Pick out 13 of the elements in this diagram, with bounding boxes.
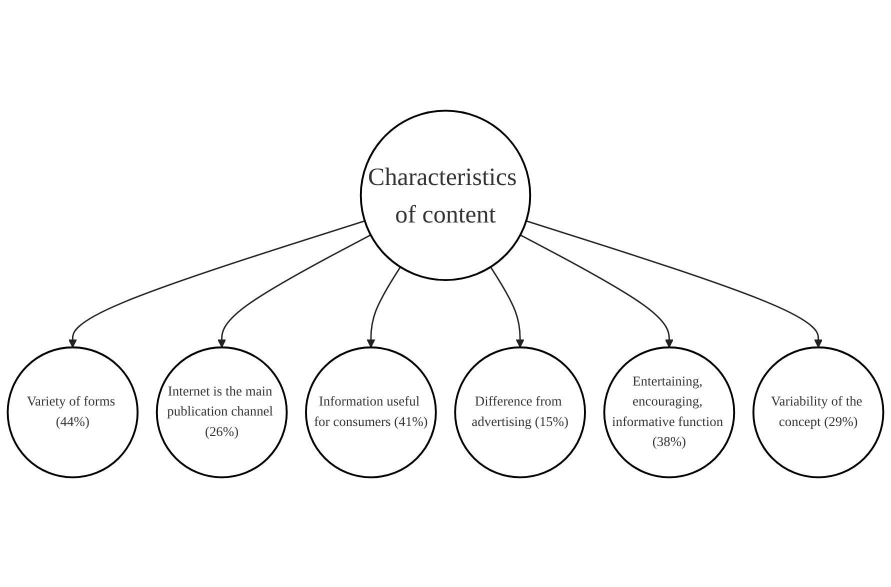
node-circle: Entertaining, encouraging, informative function (38%) bbox=[603, 346, 736, 478]
node-circle: Variety of forms (44%) bbox=[6, 346, 139, 478]
node-circle: Difference from advertising (15%) bbox=[454, 346, 586, 478]
arrow bbox=[68, 220, 366, 348]
node-circle: Information useful for consumers (41%) bbox=[305, 346, 437, 478]
arrow bbox=[520, 234, 674, 348]
arrow bbox=[366, 266, 401, 348]
node-circle: Variability of the concept (29%) bbox=[752, 346, 884, 478]
arrow bbox=[490, 266, 524, 348]
arrow bbox=[218, 234, 371, 348]
node-circle: Characteristics of content bbox=[360, 109, 532, 280]
arrow bbox=[526, 220, 823, 348]
node-circle: Internet is the main publication channel (26%) bbox=[156, 346, 288, 478]
